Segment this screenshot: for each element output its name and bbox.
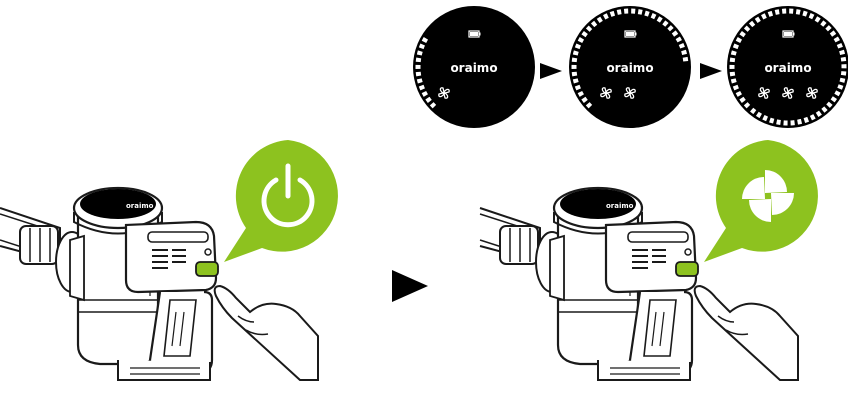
display-step-3: oraimo (727, 6, 848, 128)
display-sequence: oraimo oraimo (413, 6, 848, 128)
display-logo: oraimo (450, 61, 497, 75)
triangle-right-icon (540, 63, 562, 79)
display-face (569, 6, 691, 128)
power-icon (261, 163, 315, 228)
display-step-1: oraimo (413, 6, 535, 128)
power-bubble (224, 140, 338, 262)
pointing-hand-icon (693, 285, 799, 381)
fan-icon (742, 170, 794, 222)
battery-full-icon (468, 30, 481, 38)
vacuum-press-power-icon (0, 140, 338, 382)
triangle-right-icon (700, 63, 722, 79)
battery-full-icon (624, 30, 637, 38)
fan-bubble (704, 140, 818, 262)
power-button-highlight (195, 261, 219, 277)
mode-button-highlight (675, 261, 699, 277)
vacuum-press-mode-icon (478, 140, 818, 382)
battery-full-icon (782, 30, 795, 38)
display-ring (415, 8, 533, 126)
vacuum-cleaner-illustration (0, 186, 218, 382)
display-step-2: oraimo (569, 6, 691, 128)
display-logo: oraimo (606, 61, 653, 75)
vacuum-cleaner-illustration (478, 186, 698, 382)
pointing-hand-icon (213, 285, 319, 381)
display-logo: oraimo (764, 61, 811, 75)
triangle-right-icon (392, 270, 428, 302)
display-face (413, 6, 535, 128)
display-face (727, 6, 848, 128)
